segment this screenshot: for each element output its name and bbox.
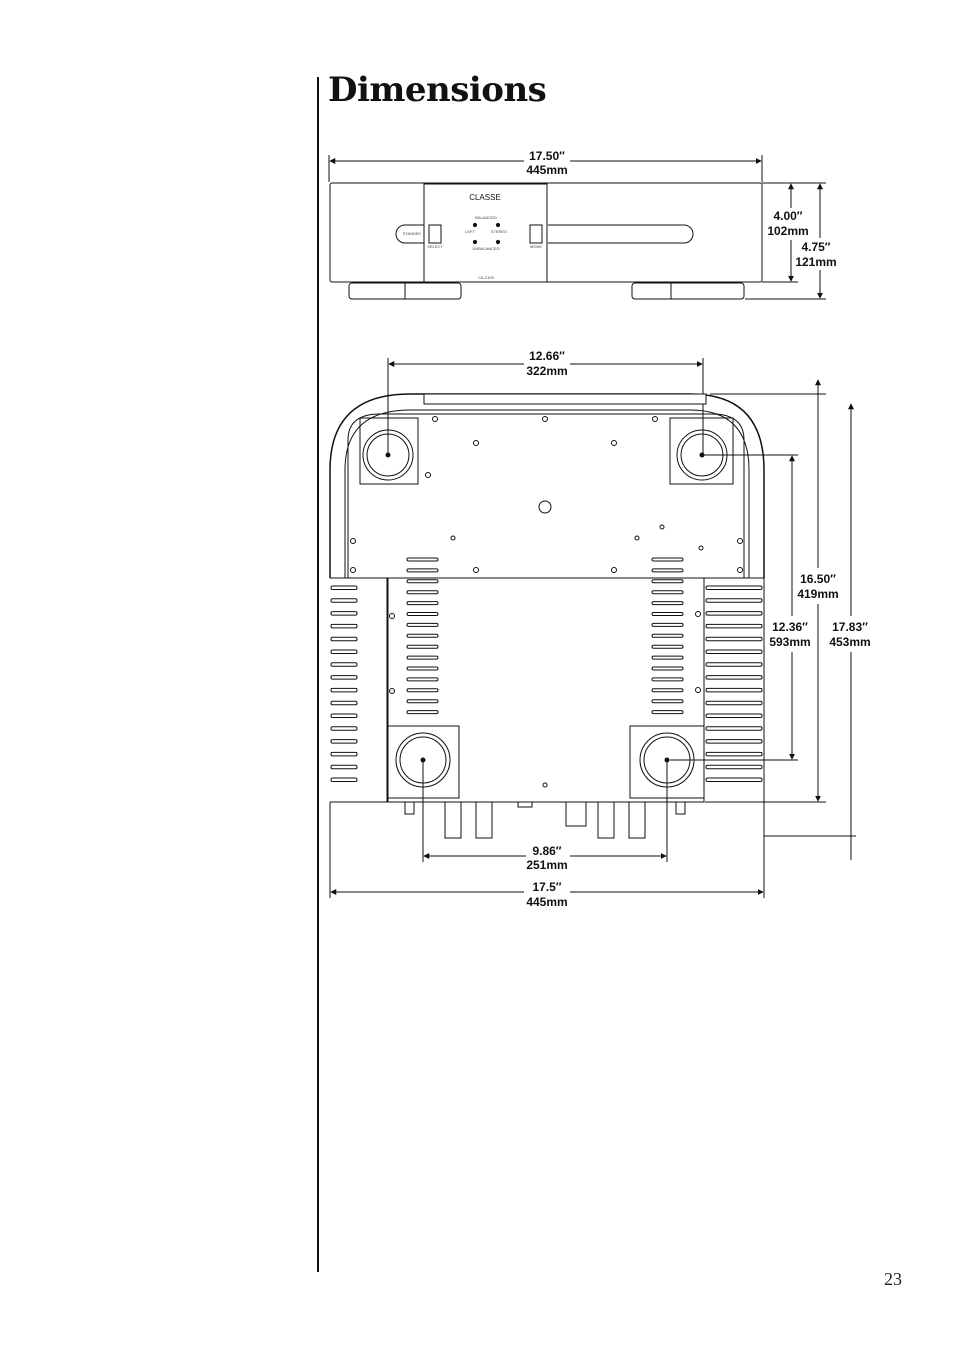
panel-unbalanced-label: UNBALANCED	[472, 246, 499, 251]
heatsink-fins	[330, 557, 763, 782]
left-heatsink-fin	[330, 777, 358, 782]
right-heatsink-fin	[705, 726, 763, 731]
bottom-feet-spacing-mm: 251mm	[526, 858, 567, 872]
left-vent-slot	[406, 622, 439, 627]
left-vent-slot	[406, 699, 439, 704]
right-vent-slot	[651, 644, 684, 649]
left-heatsink-fin	[330, 623, 358, 629]
right-vent-slot	[651, 699, 684, 704]
right-vent-slot	[651, 666, 684, 671]
right-vent-slot	[651, 612, 684, 616]
right-heatsink-fin	[705, 623, 763, 629]
left-heatsink-fin	[330, 687, 358, 693]
left-heatsink-fin	[330, 764, 358, 770]
right-heatsink-fin	[705, 649, 763, 654]
left-heatsink-fin	[330, 751, 358, 757]
right-heatsink-fin	[705, 636, 763, 642]
front-height-body-inches: 4.00″	[773, 209, 802, 223]
panel-left-label: LEFT	[465, 229, 475, 234]
front-height-body-mm: 102mm	[767, 224, 808, 238]
right-heatsink-fin	[705, 739, 763, 744]
right-heatsink-fin	[705, 700, 763, 706]
right-vent-slot	[651, 590, 684, 595]
right-vent-slot	[651, 655, 684, 660]
top-width-mm: 445mm	[526, 895, 567, 909]
right-vent-slot	[651, 688, 684, 693]
front-width-inches: 17.50″	[529, 149, 565, 163]
right-heatsink-fin	[705, 585, 763, 590]
left-heatsink-fin	[330, 662, 358, 667]
depth-feet-mm: 593mm	[769, 635, 810, 649]
panel-select-label: SELECT	[427, 244, 443, 249]
left-vent-slot	[406, 666, 439, 671]
right-heatsink-fin	[705, 687, 763, 693]
left-vent-slot	[406, 568, 439, 573]
right-vent-slot	[651, 601, 684, 606]
panel-balanced-label: BALANCED	[475, 215, 497, 220]
panel-mode-label: MODE	[530, 244, 542, 249]
bottom-feet-spacing-inches: 9.86″	[532, 844, 561, 858]
left-vent-slot	[406, 633, 439, 638]
left-vent-slot	[406, 677, 439, 682]
right-heatsink-fin	[705, 751, 763, 757]
front-height-total-mm: 121mm	[795, 255, 836, 269]
left-vent-slot	[406, 590, 439, 595]
right-vent-slot	[651, 622, 684, 627]
panel-brand-logo: CLASSE	[469, 193, 501, 202]
top-feet-spacing-mm: 322mm	[526, 364, 567, 378]
panel-model-label: CA-2100	[478, 275, 495, 280]
depth-feet-inches: 12.36″	[772, 620, 808, 634]
right-vent-slot	[651, 677, 684, 682]
left-heatsink-fin	[330, 726, 358, 731]
depth-body-inches: 16.50″	[800, 572, 836, 586]
page-number: 23	[884, 1269, 902, 1289]
right-heatsink-fin	[705, 611, 763, 616]
front-width-mm: 445mm	[526, 163, 567, 177]
right-vent-slot	[651, 579, 684, 584]
left-vent-slot	[406, 655, 439, 660]
left-heatsink-fin	[330, 675, 358, 680]
top-view	[329, 358, 856, 898]
right-heatsink-fin	[705, 662, 763, 667]
depth-total-inches: 17.83″	[832, 620, 868, 634]
left-heatsink-fin	[330, 598, 358, 603]
left-heatsink-fin	[330, 611, 358, 616]
depth-body-mm: 419mm	[797, 587, 838, 601]
left-heatsink-fin	[330, 700, 358, 706]
left-heatsink-fin	[330, 739, 358, 744]
left-vent-slot	[406, 710, 439, 715]
depth-total-mm: 453mm	[829, 635, 870, 649]
panel-stereo-label: STEREO	[491, 229, 507, 234]
vertical-margin-rule	[317, 77, 319, 1272]
left-heatsink-fin	[330, 636, 358, 642]
right-vent-slot	[651, 557, 684, 562]
right-vent-slot	[651, 633, 684, 638]
left-heatsink-fin	[330, 649, 358, 654]
left-vent-slot	[406, 601, 439, 606]
left-vent-slot	[406, 644, 439, 649]
right-heatsink-fin	[705, 713, 763, 718]
left-vent-slot	[406, 688, 439, 693]
left-heatsink-fin	[330, 585, 358, 590]
left-heatsink-fin	[330, 713, 358, 718]
front-view	[328, 155, 826, 300]
right-heatsink-fin	[705, 675, 763, 680]
front-height-total-inches: 4.75″	[801, 240, 830, 254]
right-heatsink-fin	[705, 777, 763, 782]
right-vent-slot	[651, 710, 684, 715]
right-vent-slot	[651, 568, 684, 573]
panel-standby-label: STANDBY	[403, 231, 422, 236]
top-feet-spacing-inches: 12.66″	[529, 349, 565, 363]
right-heatsink-fin	[705, 598, 763, 603]
top-width-inches: 17.5″	[532, 880, 561, 894]
page-title: Dimensions	[328, 70, 547, 110]
right-heatsink-fin	[705, 764, 763, 770]
left-vent-slot	[406, 557, 439, 562]
left-vent-slot	[406, 612, 439, 616]
left-vent-slot	[406, 579, 439, 584]
